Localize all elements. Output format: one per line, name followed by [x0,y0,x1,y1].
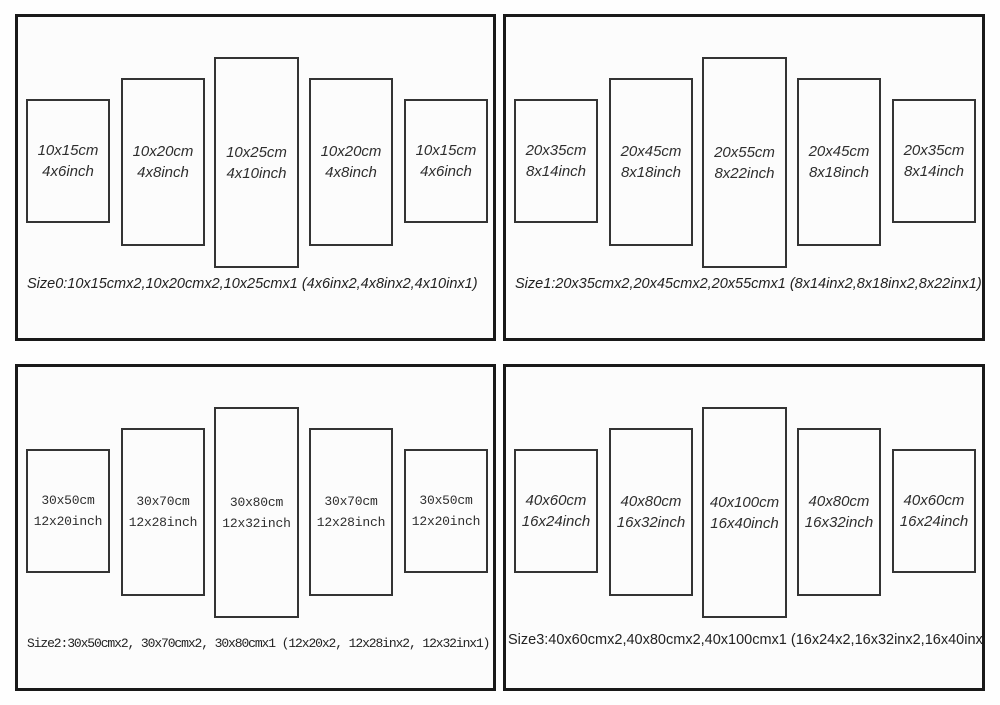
canvas-piece: 10x25cm 4x10inch [214,57,299,268]
piece-cm: 30x50cm [419,493,473,508]
piece-inch: 4x10inch [226,164,287,182]
piece-size-label: 40x80cm 16x32inch [617,491,685,533]
piece-size-label: 10x15cm 4x6inch [416,140,477,182]
piece-inch: 4x8inch [137,164,189,181]
piece-cm: 20x45cm [808,143,870,160]
piece-size-label: 30x70cm 12x28inch [128,491,198,533]
piece-size-label: 20x55cm 8x22inch [714,142,775,184]
piece-inch: 4x6inch [42,163,94,180]
panel-caption: Size3:40x60cmx2,40x80cmx2,40x100cmx1 (16… [508,632,982,648]
panel-caption: Size2:30x50cmx2, 30x70cmx2, 30x80cmx1 (1… [27,636,490,651]
piece-size-label: 20x35cm 8x14inch [526,140,587,182]
piece-size-label: 40x60cm 16x24inch [900,490,968,532]
piece-cm: 40x80cm [620,493,682,510]
canvas-piece: 20x45cm 8x18inch [797,78,881,246]
piece-inch: 8x14inch [903,163,965,180]
piece-cm: 20x35cm [525,142,587,159]
size-panel-3: 40x60cm 16x24inch 40x80cm 16x32inch 40x1… [503,364,985,691]
piece-size-label: 40x100cm 16x40inch [710,492,779,534]
piece-size-label: 20x45cm 8x18inch [621,141,682,183]
piece-inch: 16x32inch [804,514,874,531]
piece-size-label: 40x80cm 16x32inch [805,491,873,533]
piece-inch: 12x20inch [411,514,481,529]
piece-inch: 8x22inch [714,164,775,182]
piece-size-label: 30x50cm 12x20inch [33,490,103,532]
canvas-piece: 30x50cm 12x20inch [404,449,488,573]
piece-cm: 40x60cm [903,492,965,509]
canvas-piece: 30x80cm 12x32inch [214,407,299,618]
canvas-piece: 40x80cm 16x32inch [797,428,881,596]
piece-cm: 30x70cm [136,494,190,509]
piece-inch: 12x28inch [316,515,386,530]
piece-cm: 20x45cm [620,143,682,160]
canvas-piece: 40x100cm 16x40inch [702,407,787,618]
piece-size-label: 20x35cm 8x14inch [904,140,965,182]
piece-inch: 12x20inch [33,514,103,529]
piece-cm: 10x20cm [320,143,382,160]
piece-size-label: 20x45cm 8x18inch [809,141,870,183]
panel-caption: Size0:10x15cmx2,10x20cmx2,10x25cmx1 (4x6… [27,276,478,292]
piece-size-label: 30x70cm 12x28inch [316,491,386,533]
canvas-piece: 30x70cm 12x28inch [309,428,393,596]
canvas-piece: 40x60cm 16x24inch [892,449,976,573]
piece-inch: 4x8inch [325,164,377,181]
panel-caption: Size1:20x35cmx2,20x45cmx2,20x55cmx1 (8x1… [515,276,982,292]
canvas-piece: 20x35cm 8x14inch [892,99,976,223]
piece-size-label: 10x20cm 4x8inch [321,141,382,183]
piece-inch: 16x32inch [616,514,686,531]
canvas-piece: 10x20cm 4x8inch [121,78,205,246]
canvas-piece: 30x50cm 12x20inch [26,449,110,573]
piece-cm: 20x55cm [714,143,775,161]
piece-size-label: 30x80cm 12x32inch [222,492,291,534]
piece-inch: 4x6inch [420,163,472,180]
piece-cm: 40x100cm [709,493,780,511]
size-panel-1: 20x35cm 8x14inch 20x45cm 8x18inch 20x55c… [503,14,985,341]
piece-size-label: 30x50cm 12x20inch [411,490,481,532]
piece-inch: 8x14inch [525,163,587,180]
canvas-piece: 10x15cm 4x6inch [404,99,488,223]
piece-inch: 12x28inch [128,515,198,530]
canvas-piece: 30x70cm 12x28inch [121,428,205,596]
piece-cm: 40x80cm [808,493,870,510]
canvas-piece: 20x45cm 8x18inch [609,78,693,246]
canvas-piece: 10x20cm 4x8inch [309,78,393,246]
canvas-piece: 20x35cm 8x14inch [514,99,598,223]
piece-cm: 30x80cm [229,494,284,510]
canvas-piece: 40x60cm 16x24inch [514,449,598,573]
piece-cm: 30x50cm [41,493,95,508]
canvas-piece: 40x80cm 16x32inch [609,428,693,596]
canvas-piece: 10x15cm 4x6inch [26,99,110,223]
piece-cm: 30x70cm [324,494,378,509]
piece-inch: 12x32inch [222,515,291,531]
piece-cm: 20x35cm [903,142,965,159]
piece-inch: 16x40inch [710,514,779,532]
size-panel-2: 30x50cm 12x20inch 30x70cm 12x28inch 30x8… [15,364,496,691]
piece-inch: 16x24inch [899,513,969,530]
piece-cm: 10x15cm [37,142,99,159]
piece-size-label: 10x20cm 4x8inch [133,141,194,183]
piece-cm: 10x25cm [226,143,287,161]
piece-inch: 16x24inch [521,513,591,530]
piece-inch: 8x18inch [620,164,682,181]
piece-size-label: 10x25cm 4x10inch [226,142,287,184]
canvas-piece: 20x55cm 8x22inch [702,57,787,268]
piece-cm: 40x60cm [525,492,587,509]
piece-cm: 10x15cm [415,142,477,159]
piece-cm: 10x20cm [132,143,194,160]
piece-size-label: 40x60cm 16x24inch [522,490,590,532]
piece-size-label: 10x15cm 4x6inch [38,140,99,182]
size-panel-0: 10x15cm 4x6inch 10x20cm 4x8inch 10x25cm … [15,14,496,341]
piece-inch: 8x18inch [808,164,870,181]
